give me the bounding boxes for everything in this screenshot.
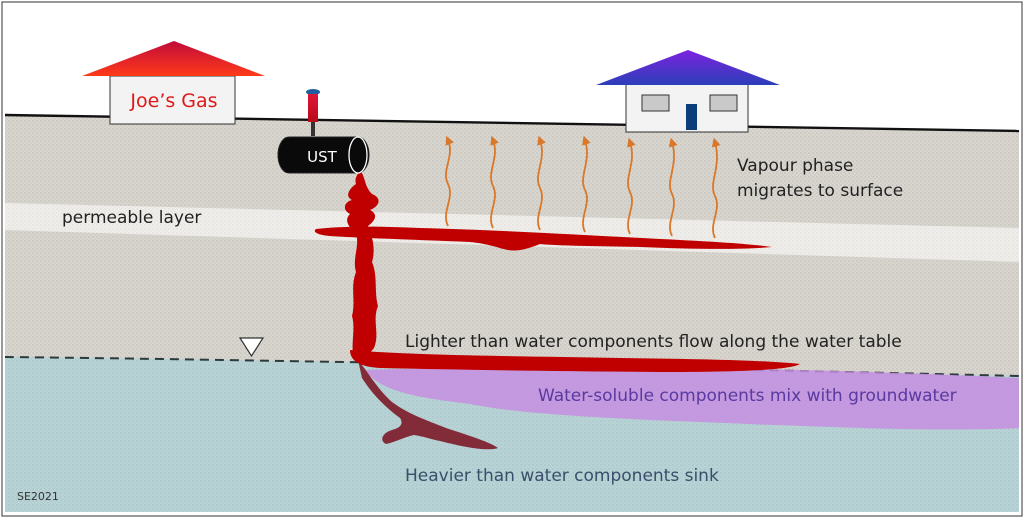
water-table-marker-icon: [238, 337, 265, 358]
underground-storage-tank: UST: [277, 136, 370, 174]
gas-station-roof: [82, 41, 265, 76]
gas-station: Joe’s Gas: [82, 41, 265, 125]
tank-label: UST: [307, 148, 338, 166]
vapour-arrow-icon: [537, 135, 546, 231]
heavier-components-label: Heavier than water components sink: [405, 466, 719, 486]
lnapl-pool: [350, 350, 800, 372]
house-roof: [596, 50, 780, 85]
vapour-label-line2: migrates to surface: [737, 181, 903, 201]
vapour-arrow-icon: [582, 135, 591, 233]
vapour-arrow-icon: [445, 135, 454, 227]
vapour-arrows: [445, 135, 721, 239]
dissolved-plume: [365, 368, 1019, 430]
dense-plume: [358, 360, 498, 450]
house-window-right: [709, 94, 738, 112]
vapour-label-line1: Vapour phase: [737, 156, 853, 176]
credit-label: SE2021: [17, 490, 59, 503]
lighter-components-label: Lighter than water components flow along…: [405, 332, 902, 352]
vapour-arrow-icon: [711, 137, 721, 239]
contaminant-permeable-layer: [314, 226, 772, 251]
tank-fill-pipe: [306, 89, 320, 136]
vapour-arrow-icon: [668, 137, 678, 237]
house-door: [686, 104, 697, 130]
vapour-arrow-icon: [627, 137, 636, 235]
vapour-arrow-icon: [490, 135, 499, 229]
contaminant-column: [344, 170, 379, 361]
gas-station-sign: Joe’s Gas: [129, 90, 217, 112]
house-window-left: [641, 94, 670, 112]
water-soluble-label: Water-soluble components mix with ground…: [538, 386, 957, 406]
house: [596, 50, 780, 133]
permeable-layer-label: permeable layer: [62, 208, 201, 228]
gas-station-building: [109, 75, 236, 125]
